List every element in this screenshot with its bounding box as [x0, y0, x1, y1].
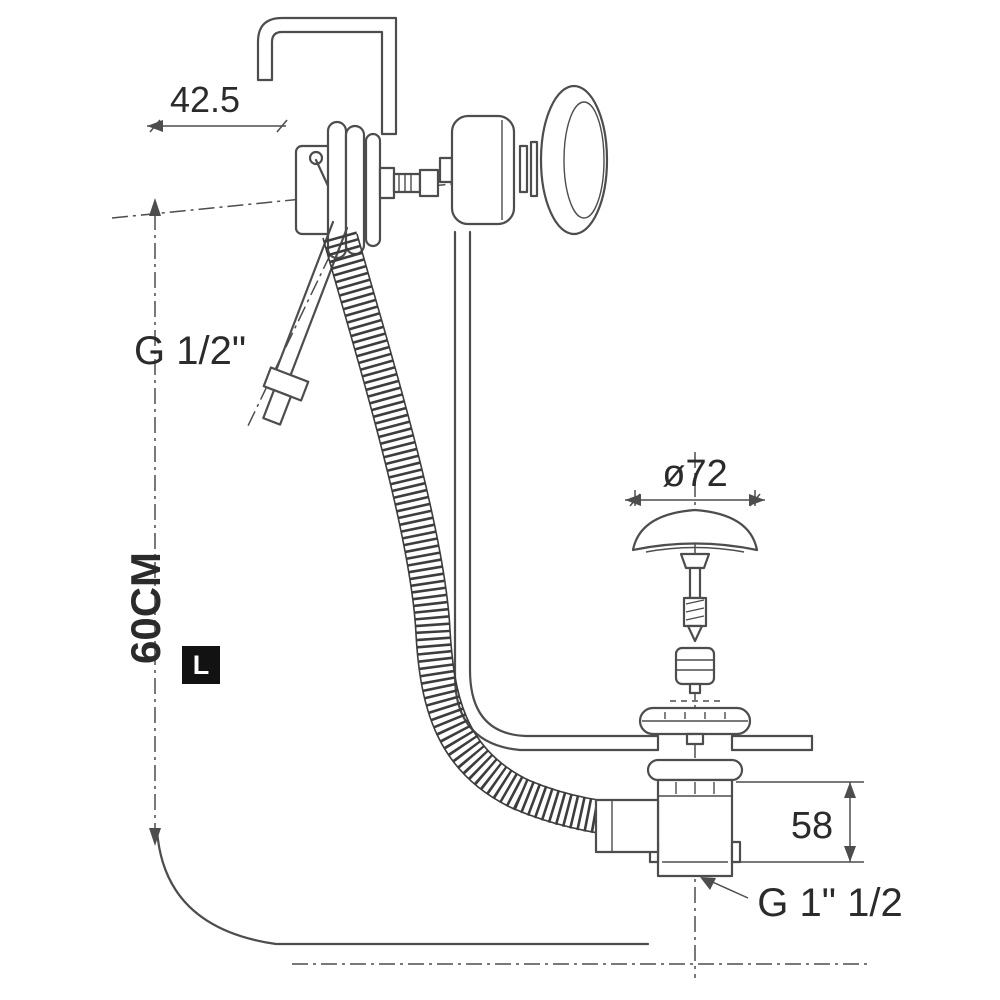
cartridge-nub: [688, 682, 702, 695]
cable-pivot: [308, 150, 324, 166]
tub-wall-outer: [453, 230, 660, 752]
length-badge: [182, 646, 220, 684]
waste-cap-rim: [645, 546, 745, 553]
spindle-nut: [418, 168, 440, 198]
spindle-collar: [378, 166, 396, 200]
drain-assembly-exploded: [594, 508, 759, 878]
waste-height-label: 58: [791, 805, 833, 847]
dim-arrow-up: [844, 782, 856, 798]
hose-tail: [262, 389, 292, 426]
thread-line: [685, 607, 705, 613]
tub-wall-inner: [468, 230, 660, 738]
hose-edge-left: [275, 220, 335, 370]
cap-diameter-label: ø72: [662, 453, 727, 495]
knob-base-cylinder: [450, 114, 516, 226]
knob-cap-outer: [539, 84, 609, 236]
hose-nut-group: [262, 366, 310, 426]
dimension-60cm: 60CM L: [122, 198, 220, 846]
corrugated-hose-edge-inner: [356, 233, 651, 806]
dimension-60cm-label: 60CM: [122, 552, 169, 664]
control-knob-exploded: [438, 84, 609, 236]
leader-line: [707, 879, 749, 899]
label-g1-12: G 1" 1/2: [700, 877, 903, 925]
dimension-o72: ø72: [625, 453, 765, 507]
overflow-hose-g12: [262, 220, 349, 426]
tub-skirt-curve: [155, 828, 650, 946]
cap-collar: [679, 552, 711, 570]
dim-arrow-right: [749, 494, 765, 506]
filler-pipe: [256, 16, 398, 136]
corrugated-hose-edge-outer: [322, 237, 651, 840]
thread-line: [685, 615, 705, 621]
dimension-42-5-label: 42.5: [170, 79, 240, 120]
rosette-front-disc: [364, 132, 382, 248]
knob-screw: [529, 140, 539, 198]
dimension-58: 58: [736, 781, 864, 863]
threaded-spindle: [392, 172, 422, 194]
filler-pipe-outline: [256, 16, 398, 136]
knob-cap-inner: [563, 101, 605, 219]
waste-cartridge: [674, 646, 716, 686]
waste-flange: [646, 758, 744, 782]
thread-line: [685, 599, 705, 605]
dim-arrow-left: [147, 120, 163, 132]
stem-tip: [686, 624, 704, 643]
overflow-assembly: [294, 120, 440, 260]
dim-arrow-down: [149, 828, 161, 846]
strainer-stub: [685, 732, 705, 746]
hose-elbow-nut: [594, 798, 660, 854]
centerlines: [111, 175, 868, 978]
dim-arrow-left: [625, 494, 641, 506]
length-badge-label: L: [193, 650, 210, 680]
waste-thread-label: G 1" 1/2: [757, 881, 902, 925]
label-g12: G 1/2": [134, 329, 246, 373]
hose-edge-right: [289, 226, 349, 376]
body-tab-right: [730, 840, 742, 864]
waste-cap-dome: [631, 508, 759, 552]
knob-stub: [438, 156, 454, 184]
dim-arrow-down: [844, 846, 856, 862]
overflow-thread-label: G 1/2": [134, 329, 246, 373]
dim-arrow-up: [149, 198, 161, 216]
leader-arrow: [700, 877, 716, 890]
cap-stem: [688, 566, 702, 600]
dimension-42-5: 42.5: [147, 79, 288, 133]
corrugated-hose-ribs: [323, 231, 651, 839]
corrugated-hose: [322, 231, 651, 840]
dim-tick: [276, 119, 288, 133]
knob-washer: [518, 144, 529, 194]
